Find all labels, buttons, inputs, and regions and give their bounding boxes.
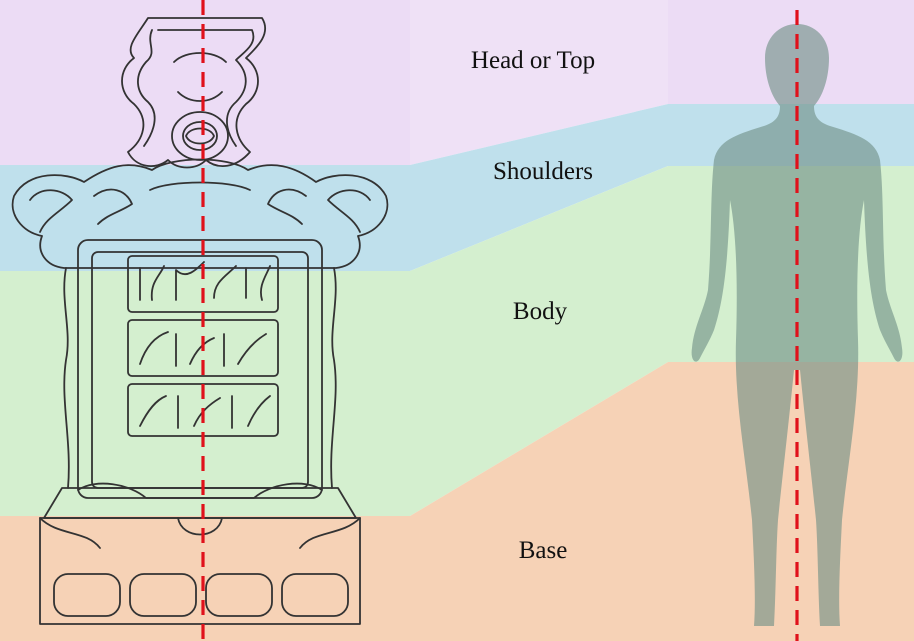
band-head-left [0, 0, 410, 165]
band-body-left [0, 271, 410, 516]
label-body: Body [513, 298, 568, 325]
label-head-or-top: Head or Top [471, 47, 595, 74]
label-base: Base [519, 537, 568, 564]
band-base-right [668, 362, 914, 641]
label-shoulders: Shoulders [493, 158, 593, 185]
